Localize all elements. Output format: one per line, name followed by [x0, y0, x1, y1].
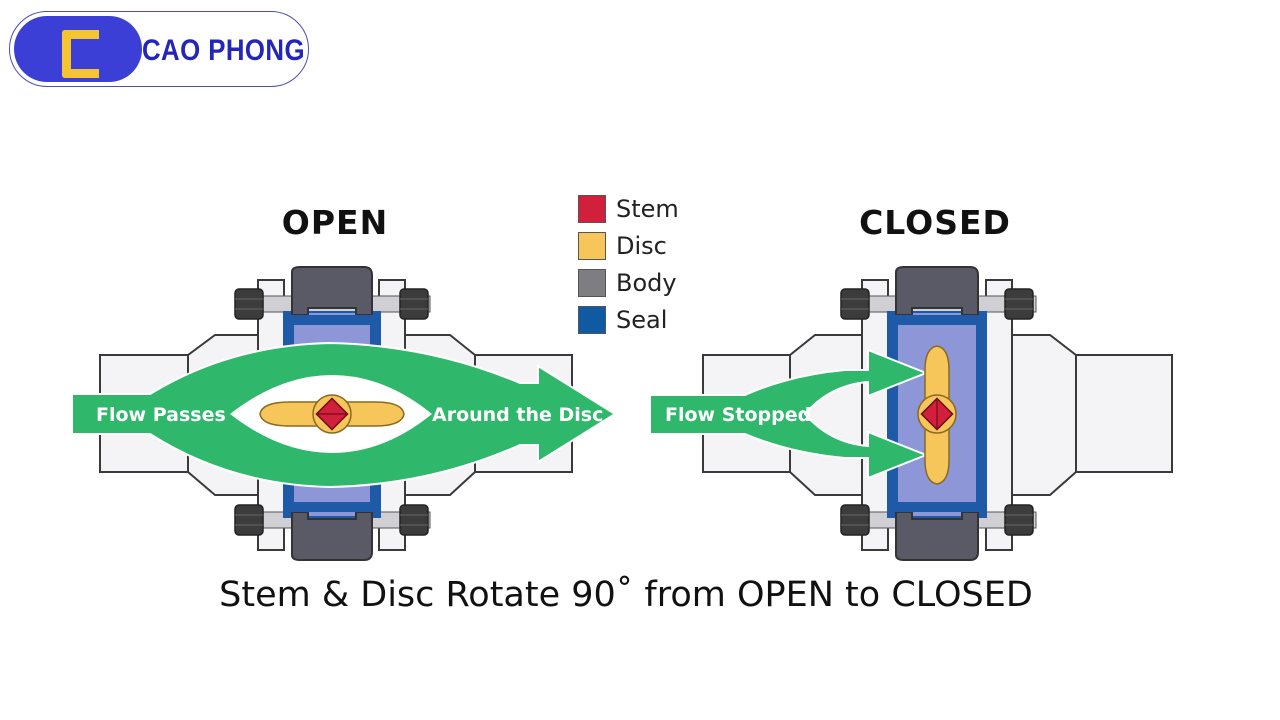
hex-bolt-icon — [840, 504, 870, 536]
open-flow-right-label: Around the Disc — [432, 404, 603, 426]
logo: CAO PHONG — [9, 11, 309, 87]
legend-label: Disc — [616, 231, 667, 260]
closed-disc — [917, 345, 957, 485]
legend-item-disc: Disc — [578, 227, 679, 264]
legend-item-body: Body — [578, 264, 679, 301]
hex-bolt-icon — [234, 504, 264, 536]
hex-bolt-icon — [840, 288, 870, 320]
hex-bolt-icon — [1004, 288, 1034, 320]
hex-bolt-icon — [399, 504, 429, 536]
hex-bolt-icon — [399, 288, 429, 320]
open-flow-left-label: Flow Passes — [96, 404, 226, 426]
closed-title: CLOSED — [859, 203, 1011, 242]
open-title: OPEN — [281, 203, 389, 242]
logo-text: CAO PHONG — [142, 34, 305, 67]
stem-swatch — [578, 194, 606, 223]
hex-bolt-icon — [234, 288, 264, 320]
closed-flow-left-label: Flow Stopped — [665, 404, 811, 426]
legend-item-seal: Seal — [578, 301, 679, 338]
closed-flow-arrow — [649, 348, 929, 480]
closed-valve: Flow Stopped — [649, 266, 1173, 561]
hex-bolt-icon — [1004, 504, 1034, 536]
disc-swatch — [578, 231, 606, 260]
open-disc — [259, 394, 405, 434]
legend-label: Seal — [616, 305, 668, 334]
letter-c-icon — [62, 30, 99, 78]
logo-badge — [14, 16, 142, 82]
legend-label: Stem — [616, 194, 679, 223]
legend-label: Body — [616, 268, 677, 297]
legend: Stem Disc Body Seal — [578, 190, 679, 338]
body-swatch — [578, 268, 606, 297]
seal-swatch — [578, 305, 606, 334]
legend-item-stem: Stem — [578, 190, 679, 227]
open-valve: Flow Passes Around the Disc — [71, 266, 617, 561]
caption: Stem & Disc Rotate 90˚ from OPEN to CLOS… — [219, 575, 1033, 615]
